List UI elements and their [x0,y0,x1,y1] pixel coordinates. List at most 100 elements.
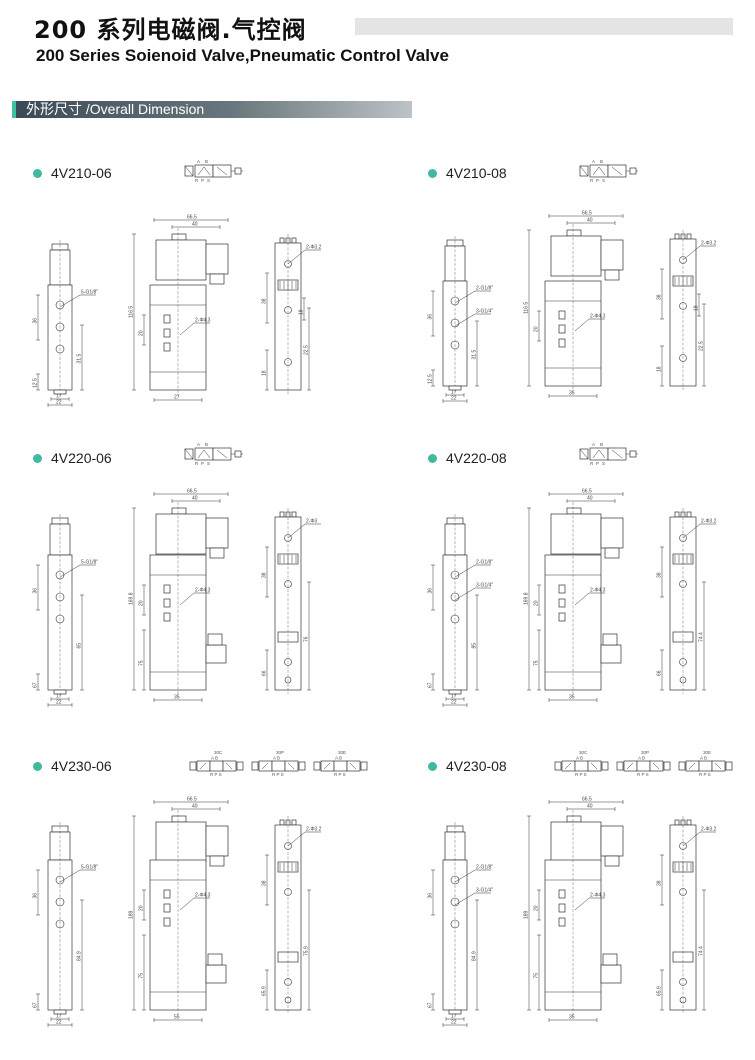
symbol-label: 30C [579,750,588,755]
port-slot [163,342,171,352]
leader-line [59,294,81,308]
symbol-arrow [626,762,634,770]
symbol-line [184,165,194,177]
second-coil [205,644,227,664]
port-slot [163,328,171,338]
coil-housing [155,821,207,863]
symbol-label: 30E [338,750,346,755]
symbol-arrow [590,762,598,770]
dimension-label: 75 [139,660,145,666]
symbol-label: A B [273,756,280,761]
dimension-label: 35 [569,695,575,701]
bullet-icon [428,453,437,463]
callout-label: 2-Φ3.2 [701,241,717,247]
connector-plug [205,517,229,549]
symbol-label: R P S [210,772,222,777]
symbol-arrow [203,449,211,459]
dimension-label: 74.4 [699,946,705,956]
title-bar-decoration [355,18,733,35]
dimension-label: 40 [192,222,198,228]
port-slot [558,889,566,899]
dimension-label: 85 [472,643,478,649]
dimension-label: 40 [587,804,593,810]
second-coil [205,964,227,984]
dimension-label: 66.5 [582,211,592,217]
dimension-label: 116.5 [129,306,135,318]
leader-line [574,897,590,911]
dimension-label: 35 [569,391,575,397]
model-name: 4V210-08 [446,165,507,181]
solenoid-box [601,761,609,771]
symbol-label: P [596,178,599,183]
dimension-label: 75 [139,973,145,979]
symbol-arrow [611,166,623,176]
callout-label: 2-G1/8" [476,560,493,566]
solenoid-box [298,761,306,771]
base-plate [53,1009,67,1015]
bullet-icon [33,168,42,178]
page-subtitle: 200 Series Soienoid Valve,Pneumatic Cont… [36,46,449,65]
dimension-label: 66.5 [187,489,197,495]
symbol-cell [589,164,609,178]
dimension-label: 66.5 [187,215,197,221]
symbol-label: S [207,461,210,466]
symbol-arrow [688,762,696,770]
dimension-label: 36 [428,893,434,899]
second-coil [600,644,622,664]
symbol-label: B [600,159,603,164]
dimension-label: 20 [139,330,145,336]
leader-line [287,523,306,539]
symbol-arrow [197,449,205,459]
callout-label: 2-Φ4.3 [195,893,211,899]
port-slot [558,584,566,594]
coil-housing [155,239,207,281]
dimension-label: 38 [262,298,268,304]
terminal [674,511,680,518]
terminal [291,819,297,826]
solenoid-box [360,761,368,771]
port-slot [558,338,566,348]
coil-housing [155,513,207,555]
port-slot [163,903,171,913]
callout-label: 5-G1/8" [81,560,98,566]
symbol-label: R [590,461,594,466]
dimension-label: 22 [56,700,62,706]
symbol-label: B [600,442,603,447]
symbol-label: R P S [575,772,587,777]
dimension-label: 67 [428,682,434,688]
port-slot [163,612,171,622]
callout-label: 2-G1/8" [476,286,493,292]
model-name: 4V210-06 [51,165,112,181]
symbol-label: A B [700,756,707,761]
symbol-cell [346,760,361,772]
model-name: 4V230-06 [51,758,112,774]
dimension-label: 31.5 [472,350,478,360]
dimension-label: 22 [56,400,62,406]
second-plug [207,953,223,966]
dimension-label: 65.9 [657,986,663,996]
symbol-label: S [602,178,605,183]
symbol-cell [561,760,576,772]
symbol-label: R [195,461,199,466]
port-slot [558,310,566,320]
dimension-label: 75 [534,973,540,979]
dimension-label: 22 [451,396,457,402]
bullet-icon [428,168,437,178]
connector-gland [604,547,620,559]
symbol-label: A [592,159,595,164]
symbol-line [579,448,589,460]
dimension-label: 40 [587,218,593,224]
leader-line [179,592,195,606]
dimension-label: 18 [262,370,268,376]
leader-line [454,564,476,578]
callout-label: 5-G1/8" [81,865,98,871]
symbol-label: S [207,178,210,183]
